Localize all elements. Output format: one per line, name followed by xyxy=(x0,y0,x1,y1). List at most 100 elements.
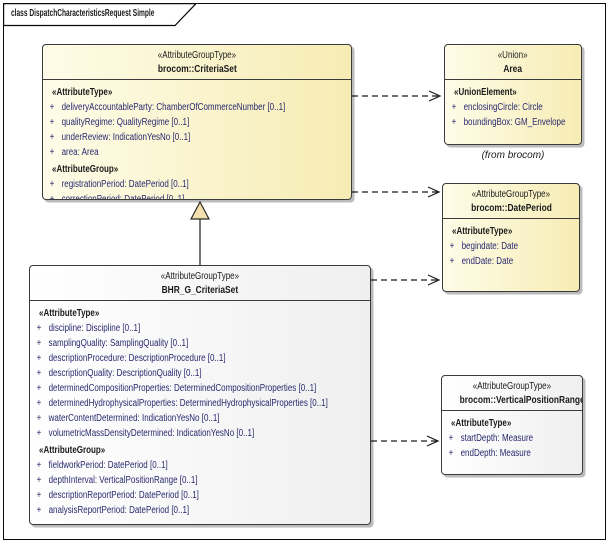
open-arrowhead-icon xyxy=(428,90,442,102)
visibility-plus: + xyxy=(49,194,55,200)
attribute-row-text: +startDepth: Measure xyxy=(447,431,533,446)
class-stereotype-text: «AttributeGroupType» xyxy=(157,50,237,61)
class-bhrgcriteriaset[interactable]: «AttributeGroupType»BHR_G_CriteriaSet«At… xyxy=(29,265,371,525)
attribute-row: +registrationPeriod: DatePeriod [0..1] xyxy=(43,177,351,192)
attribute-text: boundingBox: GM_Envelope xyxy=(463,117,566,128)
class-stereotype-text: «AttributeGroupType» xyxy=(160,271,240,282)
attribute-text: volumetricMassDensityDetermined: Indicat… xyxy=(48,428,255,439)
attribute-section-label-text: «UnionElement» xyxy=(454,87,517,98)
attribute-row: + fieldworkPeriod: DatePeriod [0..1] xyxy=(30,458,370,473)
attribute-row-text: +samplingQuality: SamplingQuality [0..1] xyxy=(35,336,189,351)
attribute-text: registrationPeriod: DatePeriod [0..1] xyxy=(61,179,189,190)
visibility-plus: + xyxy=(49,147,55,158)
attribute-section-label: «AttributeType» xyxy=(30,306,370,321)
class-name: brocom::DatePeriod xyxy=(445,201,577,215)
class-attributes: «UnionElement»+enclosingCircle: Circle+b… xyxy=(445,80,581,130)
class-attributes: «AttributeType» +begindate: Date+endDate:… xyxy=(443,219,579,269)
attribute-row-text: +begindate: Date xyxy=(448,239,518,254)
visibility-plus: + xyxy=(36,413,42,424)
attribute-row: + analysisReportPeriod: DatePeriod [0..1] xyxy=(30,503,370,518)
visibility-plus: + xyxy=(448,448,454,459)
class-name: Area xyxy=(447,62,579,76)
attribute-text: waterContentDetermined: IndicationYesNo … xyxy=(48,413,220,424)
class-area[interactable]: «Union»Area «UnionElement» +enclosingCircl… xyxy=(444,44,582,145)
dependency-criteriaset-to-dateperiod[interactable] xyxy=(352,186,441,198)
attribute-text: discipline: Discipline [0..1] xyxy=(48,323,141,334)
attribute-section-label-text: «AttributeType» xyxy=(452,226,513,237)
visibility-plus: + xyxy=(448,433,454,444)
attribute-row: + endDepth: Measure xyxy=(442,446,582,461)
attribute-text: descriptionQuality: DescriptionQuality [… xyxy=(48,368,202,379)
visibility-plus: + xyxy=(36,505,42,516)
class-name: brocom::CriteriaSet xyxy=(45,62,349,76)
attribute-text: descriptionProcedure: DescriptionProcedu… xyxy=(48,353,226,364)
visibility-plus: + xyxy=(36,338,42,349)
attribute-row-text: +area: Area xyxy=(48,145,99,160)
attribute-row-text: + fieldworkPeriod: DatePeriod [0..1] xyxy=(35,458,168,473)
class-name: brocom::VerticalPositionRange xyxy=(444,393,583,407)
class-dateperiod[interactable]: «AttributeGroupType»brocom::DatePeriod«A… xyxy=(442,183,580,292)
diagram-title: class DispatchCharacteristicsRequest Sim… xyxy=(11,8,228,19)
attribute-text: determinedHydrophysicalProperties: Deter… xyxy=(48,398,328,409)
class-header: «AttributeGroupType»brocom::DatePeriod xyxy=(443,184,579,219)
visibility-plus: + xyxy=(451,102,457,113)
attribute-row-text: +endDate: Date xyxy=(448,254,514,269)
attribute-row: + discipline: Discipline [0..1] xyxy=(30,321,370,336)
dependency-bhrgcriteriaset-to-verticalpositionrange[interactable] xyxy=(371,435,440,447)
open-arrowhead-icon xyxy=(426,435,440,447)
attribute-row: +underReview: IndicationYesNo [0..1] xyxy=(43,130,351,145)
class-name-text: BHR_G_CriteriaSet xyxy=(161,284,239,296)
attribute-section-label: «AttributeType» xyxy=(443,224,579,239)
attribute-text: endDepth: Measure xyxy=(460,448,531,459)
attribute-text: underReview: IndicationYesNo [0..1] xyxy=(61,132,191,143)
diagram-title-tab xyxy=(3,3,198,27)
attribute-row: + volumetricMassDensityDetermined: Indica… xyxy=(30,426,370,441)
attribute-text: deliveryAccountableParty: ChamberOfComme… xyxy=(61,102,286,113)
attribute-row: +area: Area xyxy=(43,145,351,160)
attribute-row: +startDepth: Measure xyxy=(442,431,582,446)
visibility-plus: + xyxy=(36,353,42,364)
attribute-section-label-text: «AttributeType» xyxy=(52,87,113,98)
class-header: «AttributeGroupType» BHR_G_CriteriaSet xyxy=(30,266,370,301)
class-stereotype: «Union» xyxy=(447,49,579,62)
class-name-text: brocom::DatePeriod xyxy=(470,202,552,214)
class-criteriaset[interactable]: «AttributeGroupType»brocom::CriteriaSet«… xyxy=(42,44,352,200)
class-verticalpositionrange[interactable]: «AttributeGroupType»brocom::VerticalPosi… xyxy=(441,375,583,475)
attribute-row-text: +descriptionQuality: DescriptionQuality … xyxy=(35,366,202,381)
attribute-text: analysisReportPeriod: DatePeriod [0..1] xyxy=(48,505,190,516)
from-brocom-note: (from brocom) xyxy=(481,150,545,161)
visibility-plus: + xyxy=(36,460,42,471)
class-name-text: brocom::CriteriaSet xyxy=(157,63,237,75)
attribute-section-label: «AttributeGroup» xyxy=(43,162,351,177)
visibility-plus: + xyxy=(36,323,42,334)
class-attributes: «AttributeType» + deliveryAccountableParty… xyxy=(43,80,351,200)
attribute-text: determinedCompositionProperties: Determi… xyxy=(48,383,317,394)
visibility-plus: + xyxy=(36,428,42,439)
attribute-row-text: +qualityRegime: QualityRegime [0..1] xyxy=(48,115,190,130)
attribute-row: +descriptionQuality: DescriptionQuality … xyxy=(30,366,370,381)
class-stereotype: «AttributeGroupType» xyxy=(45,49,349,62)
open-arrowhead-icon xyxy=(427,186,441,198)
attribute-row-text: + deliveryAccountableParty: ChamberOfComm… xyxy=(48,100,286,115)
attribute-row-text: + determinedCompositionProperties: Determ… xyxy=(35,381,317,396)
attribute-row-text: +underReview: IndicationYesNo [0..1] xyxy=(48,130,191,145)
attribute-text: begindate: Date xyxy=(461,241,519,252)
visibility-plus: + xyxy=(451,117,457,128)
attribute-section-label: «AttributeType» xyxy=(43,85,351,100)
attribute-text: descriptionReportPeriod: DatePeriod [0..… xyxy=(48,490,199,501)
attribute-section-label-text: «AttributeGroup» xyxy=(39,445,106,456)
class-attributes: «AttributeType»+startDepth: Measure+endD… xyxy=(442,411,582,461)
attribute-text: fieldworkPeriod: DatePeriod [0..1] xyxy=(48,460,168,471)
attribute-row-text: + endDepth: Measure xyxy=(447,446,531,461)
dependency-bhrgcriteriaset-to-dateperiod[interactable] xyxy=(371,274,441,286)
attribute-text: qualityRegime: QualityRegime [0..1] xyxy=(61,117,190,128)
visibility-plus: + xyxy=(36,383,42,394)
visibility-plus: + xyxy=(36,475,42,486)
attribute-row-text: +enclosingCircle: Circle xyxy=(450,100,543,115)
class-name-text: brocom::VerticalPositionRange xyxy=(459,394,583,406)
class-stereotype-text: «AttributeGroupType» xyxy=(472,381,552,392)
dependency-criteriaset-to-area[interactable] xyxy=(352,90,442,102)
visibility-plus: + xyxy=(49,102,55,113)
attribute-section-label: «AttributeType» xyxy=(442,416,582,431)
